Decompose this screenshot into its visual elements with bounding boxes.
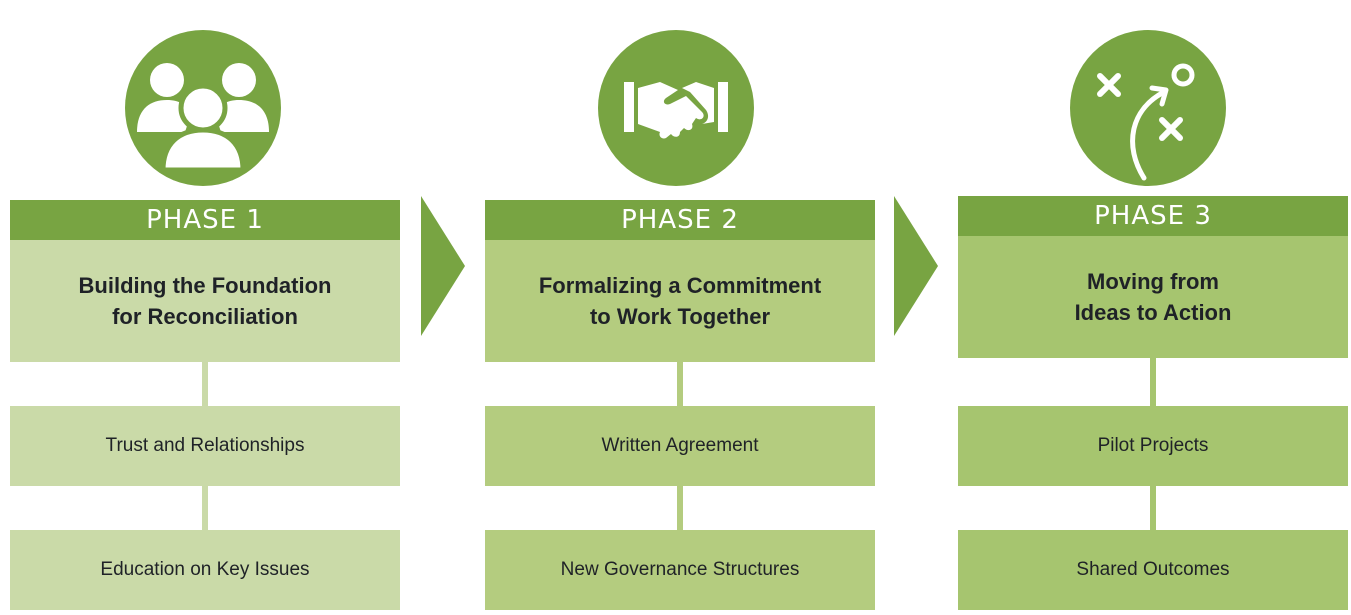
phase-arrow-1 bbox=[421, 196, 465, 336]
handshake-icon bbox=[624, 82, 728, 139]
phase-arrow-2 bbox=[894, 196, 938, 336]
people-group-icon bbox=[137, 63, 269, 173]
phase-3-connector-1 bbox=[1150, 358, 1156, 406]
phase-3-item-2: Shared Outcomes bbox=[958, 530, 1348, 610]
phase-1-item-2: Education on Key Issues bbox=[10, 530, 400, 610]
phase-1-header: PHASE 1 bbox=[10, 200, 400, 240]
phase-2-icon-circle bbox=[598, 30, 754, 186]
phase-2-item-2: New Governance Structures bbox=[485, 530, 875, 610]
phase-2-header: PHASE 2 bbox=[485, 200, 875, 240]
phase-1-connector-1 bbox=[202, 362, 208, 406]
phase-3-title: Moving from Ideas to Action bbox=[958, 236, 1348, 358]
phase-1-icon-circle bbox=[125, 30, 281, 186]
phase-3-icon-circle bbox=[1070, 30, 1226, 186]
phase-3-item-1: Pilot Projects bbox=[958, 406, 1348, 486]
phase-1-title: Building the Foundation for Reconciliati… bbox=[10, 240, 400, 362]
phase-2-title: Formalizing a Commitment to Work Togethe… bbox=[485, 240, 875, 362]
phase-2-connector-2 bbox=[677, 486, 683, 530]
phase-3-connector-2 bbox=[1150, 486, 1156, 530]
phase-3-header: PHASE 3 bbox=[958, 196, 1348, 236]
strategy-play-icon bbox=[1097, 63, 1195, 181]
phase-2-item-1: Written Agreement bbox=[485, 406, 875, 486]
phase-2-connector-1 bbox=[677, 362, 683, 406]
phase-1-item-1: Trust and Relationships bbox=[10, 406, 400, 486]
phase-1-connector-2 bbox=[202, 486, 208, 530]
